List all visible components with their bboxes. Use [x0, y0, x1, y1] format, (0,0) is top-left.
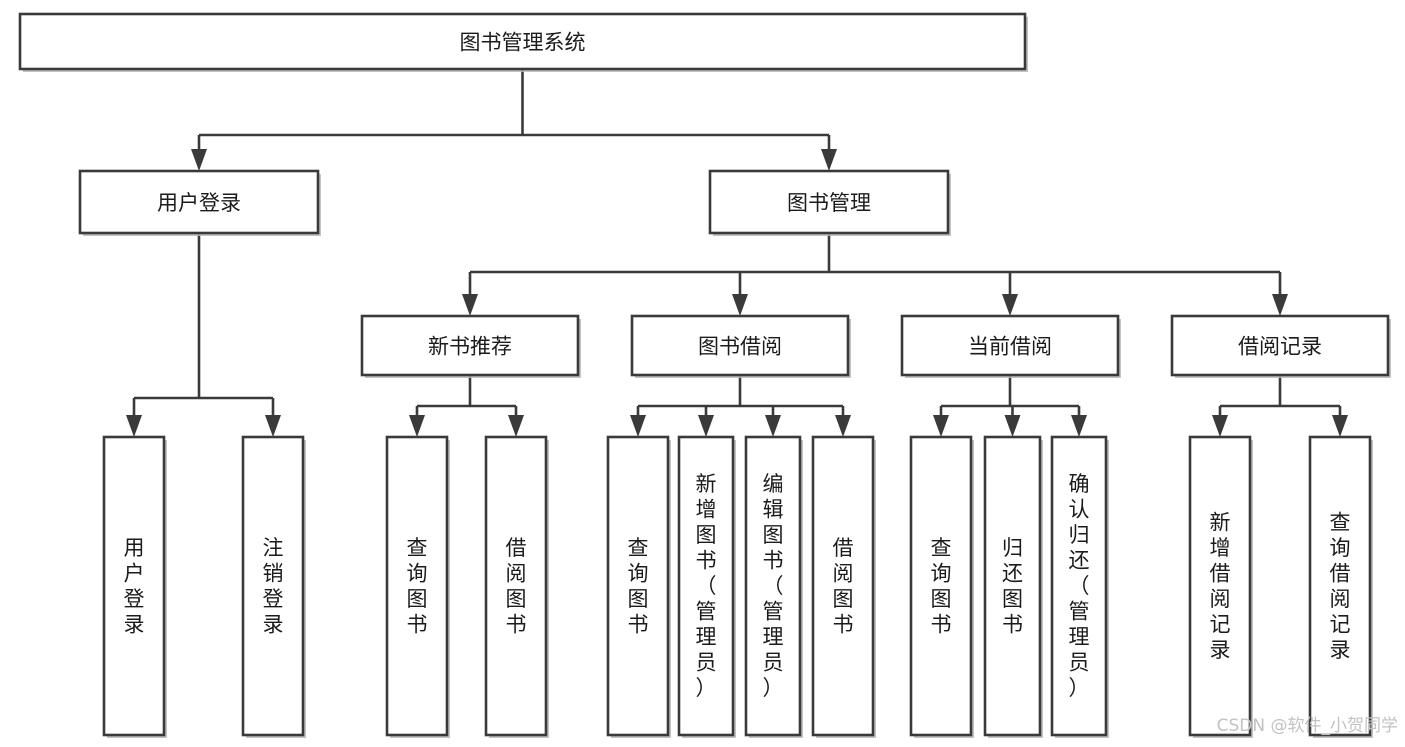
node-label: 图书管理系统 — [460, 31, 586, 55]
node-label: 借阅图书 — [506, 536, 527, 637]
node-rect[interactable] — [811, 435, 875, 737]
connector-arrowhead — [508, 415, 524, 437]
connector-arrowhead — [1071, 415, 1087, 437]
connector-arrowhead — [409, 415, 425, 437]
node-rect[interactable] — [360, 314, 580, 377]
node-label: 查询图书 — [407, 536, 428, 637]
node-label: 注销登录 — [263, 536, 284, 637]
node-leaf-query-book-3[interactable]: 查询图书 — [909, 435, 974, 738]
node-borrow-record[interactable]: 借阅记录 — [1170, 314, 1391, 378]
csdn-watermark: CSDN @软件_小贺同学 — [1217, 716, 1398, 736]
connector-arrowhead — [126, 415, 142, 437]
node-label: 归还图书 — [1002, 536, 1023, 637]
node-leaf-query-record[interactable]: 查询借阅记录 — [1308, 435, 1373, 738]
node-leaf-query-book-1[interactable]: 查询图书 — [385, 435, 450, 738]
node-rect[interactable] — [983, 435, 1042, 737]
watermark-layer: CSDN @软件_小贺同学 — [1217, 716, 1398, 736]
node-rect[interactable] — [900, 314, 1120, 377]
node-label: 借阅图书 — [833, 536, 854, 637]
node-label: 图书管理 — [787, 191, 871, 215]
node-leaf-return-book[interactable]: 归还图书 — [983, 435, 1043, 738]
node-rect[interactable] — [606, 435, 670, 737]
node-label: 用户登录 — [124, 536, 145, 637]
node-label: 借阅记录 — [1238, 335, 1322, 359]
node-label: 图书借阅 — [698, 335, 782, 359]
connector-arrowhead — [835, 415, 851, 437]
node-label: 查询图书 — [931, 536, 952, 637]
node-book-borrow[interactable]: 图书借阅 — [630, 314, 851, 378]
connector-arrowhead — [821, 149, 837, 171]
node-rect[interactable] — [630, 314, 850, 377]
connector-group-root-children — [191, 69, 837, 171]
node-layer: 图书管理系统用户登录图书管理新书推荐图书借阅当前借阅借阅记录用户登录注销登录查询… — [18, 12, 1391, 738]
node-rect[interactable] — [1188, 435, 1252, 737]
connector-arrowhead — [1272, 294, 1288, 316]
node-label: 新增图书（管理员） — [696, 472, 717, 700]
node-label: 用户登录 — [157, 191, 241, 215]
node-rect[interactable] — [241, 435, 305, 737]
connector-arrowhead — [1004, 415, 1021, 437]
node-label: 新增借阅记录 — [1210, 510, 1231, 662]
node-rect[interactable] — [1308, 435, 1372, 737]
connector-group-borrow-record-children — [1212, 375, 1348, 437]
connector-arrowhead — [191, 149, 207, 171]
node-rect[interactable] — [909, 435, 973, 737]
node-label: 查询图书 — [628, 536, 649, 637]
node-book-manage[interactable]: 图书管理 — [708, 169, 951, 236]
node-label: 确认归还（管理员） — [1069, 472, 1090, 700]
connector-group-current-borrow-children — [933, 375, 1087, 437]
node-new-book-recommend[interactable]: 新书推荐 — [360, 314, 581, 378]
connector-arrowhead — [765, 415, 781, 437]
node-leaf-borrow-book-2[interactable]: 借阅图书 — [811, 435, 876, 738]
node-leaf-logout[interactable]: 注销登录 — [241, 435, 306, 738]
connector-arrowhead — [1212, 415, 1228, 437]
node-label: 新书推荐 — [428, 335, 512, 359]
node-current-borrow[interactable]: 当前借阅 — [900, 314, 1121, 378]
node-rect[interactable] — [102, 435, 166, 737]
node-leaf-add-book[interactable]: 新增图书（管理员） — [677, 435, 736, 738]
connector-group-book-borrow-children — [630, 375, 851, 437]
node-rect[interactable] — [18, 12, 1027, 71]
node-leaf-edit-book[interactable]: 编辑图书（管理员） — [744, 435, 803, 738]
node-rect[interactable] — [1050, 435, 1108, 737]
node-label: 编辑图书（管理员） — [763, 472, 784, 700]
connector-arrowhead — [933, 415, 949, 437]
connector-arrowhead — [265, 415, 281, 437]
connector-arrowhead — [462, 294, 478, 316]
connector-arrowhead — [1002, 294, 1018, 316]
connector-arrowhead — [698, 415, 714, 437]
connector-layer — [126, 69, 1348, 437]
connector-group-book-manage-children — [462, 233, 1288, 316]
node-rect[interactable] — [677, 435, 735, 737]
node-leaf-confirm-return[interactable]: 确认归还（管理员） — [1050, 435, 1109, 738]
node-root[interactable]: 图书管理系统 — [18, 12, 1028, 72]
node-leaf-borrow-book-1[interactable]: 借阅图书 — [484, 435, 549, 738]
node-leaf-add-record[interactable]: 新增借阅记录 — [1188, 435, 1253, 738]
node-user-login[interactable]: 用户登录 — [78, 169, 321, 236]
node-label: 当前借阅 — [968, 335, 1052, 359]
node-rect[interactable] — [744, 435, 802, 737]
node-rect[interactable] — [385, 435, 449, 737]
node-leaf-user-login[interactable]: 用户登录 — [102, 435, 167, 738]
connector-group-user-login-children — [126, 233, 281, 437]
node-rect[interactable] — [708, 169, 950, 235]
node-rect[interactable] — [484, 435, 548, 737]
connector-group-new-book-recommend-children — [409, 375, 524, 437]
connector-arrowhead — [630, 415, 646, 437]
node-label: 查询借阅记录 — [1330, 510, 1351, 662]
node-rect[interactable] — [1170, 314, 1390, 377]
node-rect[interactable] — [78, 169, 320, 235]
connector-arrowhead — [732, 294, 748, 316]
node-leaf-query-book-2[interactable]: 查询图书 — [606, 435, 671, 738]
connector-arrowhead — [1332, 415, 1348, 437]
